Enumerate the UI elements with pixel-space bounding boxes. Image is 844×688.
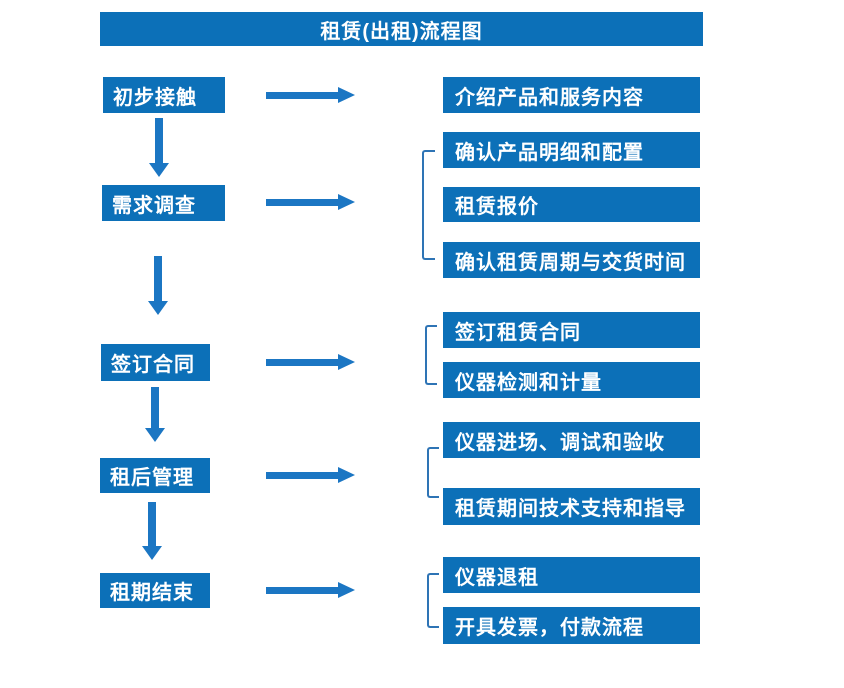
title-bar: 租赁(出租)流程图	[100, 12, 703, 46]
detail-box-sign-rental-contract: 签订租赁合同	[443, 312, 700, 348]
down-arrow-3	[145, 387, 165, 442]
step-box-demand-survey: 需求调查	[102, 185, 225, 221]
down-arrow-2	[148, 256, 168, 315]
detail-box-confirm-rental-period: 确认租赁周期与交货时间	[443, 242, 700, 278]
detail-box-introduce-products: 介绍产品和服务内容	[443, 77, 700, 113]
bracket-group-3	[425, 325, 437, 385]
detail-box-tech-support: 租赁期间技术支持和指导	[443, 488, 700, 525]
right-arrow-5	[266, 582, 355, 598]
diagram-title: 租赁(出租)流程图	[320, 20, 483, 43]
detail-box-instrument-testing: 仪器检测和计量	[443, 362, 700, 398]
bracket-group-5	[427, 573, 439, 628]
detail-box-instrument-setup: 仪器进场、调试和验收	[443, 422, 700, 458]
detail-box-rental-quote: 租赁报价	[443, 187, 700, 222]
detail-box-invoice-payment: 开具发票，付款流程	[443, 607, 700, 644]
step-box-initial-contact: 初步接触	[103, 77, 225, 113]
bracket-group-2	[422, 150, 435, 260]
detail-box-confirm-product-details: 确认产品明细和配置	[443, 132, 700, 168]
right-arrow-4	[266, 467, 355, 483]
down-arrow-4	[142, 502, 162, 560]
right-arrow-1	[266, 87, 355, 103]
detail-box-instrument-return: 仪器退租	[443, 557, 700, 593]
bracket-group-4	[427, 447, 439, 498]
step-box-sign-contract: 签订合同	[101, 344, 210, 381]
right-arrow-3	[266, 354, 355, 370]
step-box-post-rental-management: 租后管理	[100, 458, 210, 493]
right-arrow-2	[266, 194, 355, 210]
down-arrow-1	[149, 118, 169, 177]
step-box-rental-end: 租期结束	[100, 573, 210, 608]
